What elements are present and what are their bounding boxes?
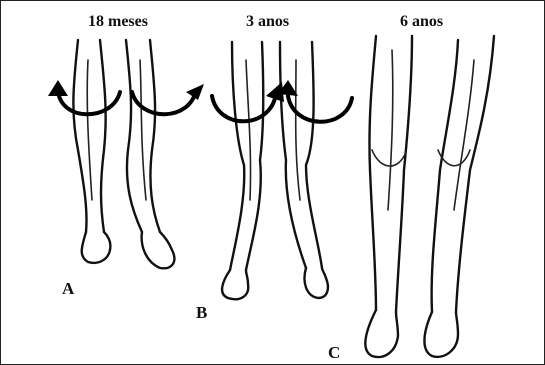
stage-b-age-label: 3 anos (246, 13, 289, 30)
stage-c-legs (365, 36, 494, 357)
stage-a-legs (73, 40, 174, 268)
stage-a-rotation-arrows (48, 80, 204, 114)
stage-a-letter: A (62, 279, 75, 298)
stage-c-age-label: 6 anos (400, 13, 443, 30)
stage-b-legs (222, 42, 328, 299)
stage-b-letter: B (196, 303, 207, 322)
stage-c-letter: C (328, 343, 340, 362)
stage-a-age-label: 18 meses (88, 13, 148, 30)
